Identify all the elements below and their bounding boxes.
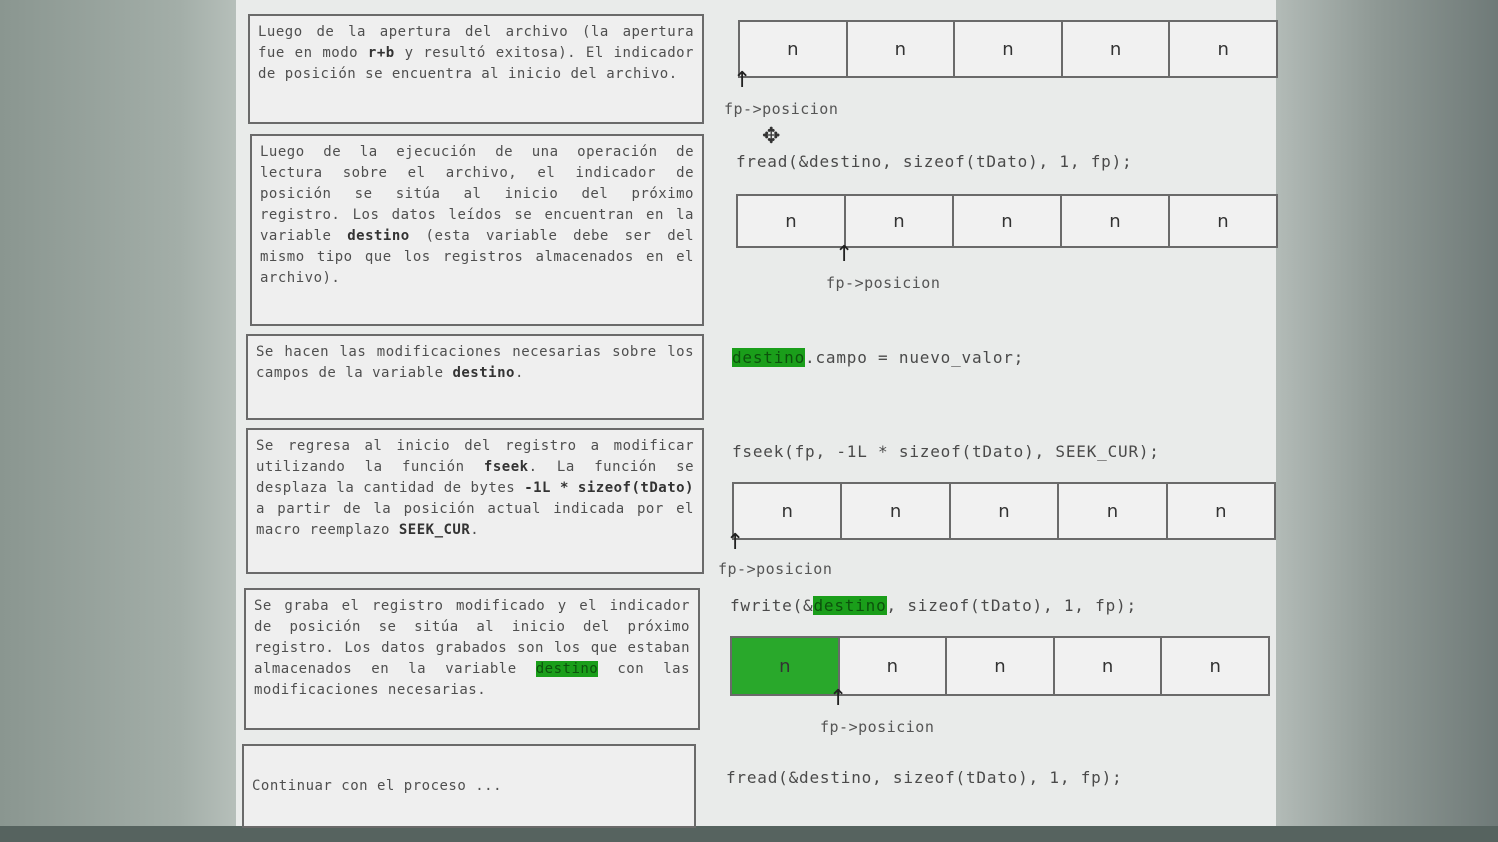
code-fread-2: fread(&destino, sizeof(tDato), 1, fp); <box>726 768 1123 787</box>
fwrite-suffix: , sizeof(tDato), 1, fp); <box>886 596 1137 615</box>
record-cell: n <box>1063 22 1171 76</box>
pointer-label: fp->posicion <box>724 100 839 118</box>
move-cursor-icon: ✥ <box>762 124 781 149</box>
record-row-2: n n n n n <box>736 194 1278 248</box>
step-box-open-file: Luego de la apertura del archivo (la ape… <box>248 14 704 124</box>
step-box-read: Luego de la ejecución de una operación d… <box>250 134 704 326</box>
code-fread-1: fread(&destino, sizeof(tDato), 1, fp); <box>736 152 1133 171</box>
record-cell: n <box>840 638 948 694</box>
record-cell: n <box>951 484 1060 538</box>
text-run: (esta variable debe ser del mismo tipo q… <box>260 228 694 286</box>
text-run: Se graba el registro modificado y el ind… <box>254 598 690 677</box>
pointer-label: fp->posicion <box>820 718 935 736</box>
step-text: Luego de la apertura del archivo (la ape… <box>258 24 694 82</box>
highlighted-variable: destino <box>732 348 806 367</box>
record-cell: n <box>955 22 1063 76</box>
record-cell-modified: n <box>732 638 840 694</box>
highlighted-variable: destino <box>813 596 887 615</box>
code-assign: destino.campo = nuevo_valor; <box>732 348 1024 367</box>
record-cell: n <box>740 22 848 76</box>
record-cell: n <box>1055 638 1163 694</box>
pointer-arrow-icon: ↑ <box>733 68 752 93</box>
record-row-1: n n n n n <box>738 20 1278 78</box>
pointer-arrow-icon: ↑ <box>835 242 854 267</box>
record-cell: n <box>947 638 1055 694</box>
record-row-4: n n n n n <box>730 636 1270 696</box>
step-text: Se regresa al inicio del registro a modi… <box>256 438 694 538</box>
text-run: Continuar con el proceso ... <box>252 777 503 794</box>
bold-term: SEEK_CUR <box>398 522 471 538</box>
record-cell: n <box>846 196 954 246</box>
code-fseek: fseek(fp, -1L * sizeof(tDato), SEEK_CUR)… <box>732 442 1160 461</box>
record-cell: n <box>1217 38 1229 60</box>
record-cell: n <box>734 484 843 538</box>
text-run: Se regresa al inicio del registro a modi… <box>256 438 694 475</box>
bold-term: fseek <box>483 459 529 475</box>
step-text: Se graba el registro modificado y el ind… <box>254 598 690 698</box>
text-run: a partir de la posición actual indicada … <box>256 501 694 538</box>
step-box-modify: Se hacen las modificaciones necesarias s… <box>246 334 704 420</box>
highlighted-variable: destino <box>535 661 599 677</box>
text-run: Se hacen las modificaciones necesarias s… <box>256 344 694 381</box>
text-run: . La función se desplaza la cantidad de … <box>256 459 694 496</box>
bold-term: destino <box>452 365 515 381</box>
code-fwrite: fwrite(&destino, sizeof(tDato), 1, fp); <box>730 596 1137 615</box>
step-box-continue: Continuar con el proceso ... <box>242 744 696 828</box>
text-run: . <box>514 365 524 381</box>
bold-term: -1L * sizeof(tDato) <box>524 480 694 496</box>
record-cell: n <box>738 196 846 246</box>
pointer-arrow-icon: ↑ <box>726 530 745 555</box>
record-row-3: n n n n n <box>732 482 1276 540</box>
text-run: Luego de la ejecución de una operación d… <box>260 144 694 244</box>
step-text: Se hacen las modificaciones necesarias s… <box>256 344 694 381</box>
bold-term: destino <box>347 228 410 244</box>
text-run: y resultó exitosa). El indicador de posi… <box>258 45 694 82</box>
step-text: Continuar con el proceso ... <box>252 776 502 797</box>
pointer-arrow-icon: ↑ <box>829 686 848 711</box>
step-box-fseek: Se regresa al inicio del registro a modi… <box>246 428 704 574</box>
text-run: con las modificaciones necesarias. <box>254 661 691 698</box>
record-cell: n <box>954 196 1062 246</box>
fwrite-prefix: fwrite(& <box>730 596 814 615</box>
assign-rest: .campo = nuevo_valor; <box>805 348 1025 367</box>
record-cell: n <box>1209 655 1221 677</box>
step-box-fwrite: Se graba el registro modificado y el ind… <box>244 588 700 730</box>
monitor-bezel <box>0 826 1498 842</box>
record-cell: n <box>1062 196 1170 246</box>
record-cell: n <box>1217 210 1229 232</box>
record-cell: n <box>842 484 951 538</box>
pointer-label: fp->posicion <box>718 560 833 578</box>
bold-term: r+b <box>367 45 395 61</box>
record-cell: n <box>1059 484 1168 538</box>
text-run: Luego de la apertura del archivo (la ape… <box>258 24 694 61</box>
record-cell: n <box>1215 500 1227 522</box>
record-cell: n <box>848 22 956 76</box>
pointer-label: fp->posicion <box>826 274 941 292</box>
text-run: . <box>470 522 480 538</box>
step-text: Luego de la ejecución de una operación d… <box>260 144 694 286</box>
